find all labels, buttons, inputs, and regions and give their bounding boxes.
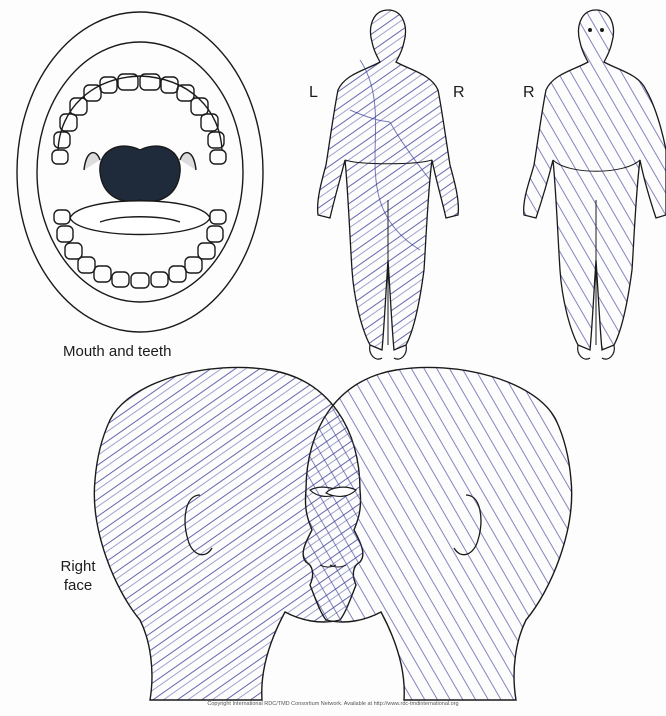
right-face-label: Right face bbox=[52, 557, 104, 595]
right-face-label-line1: Right bbox=[52, 557, 104, 576]
head-left-profile bbox=[303, 367, 572, 700]
tongue bbox=[70, 201, 210, 235]
throat bbox=[100, 146, 180, 201]
body-front-diagram bbox=[524, 10, 666, 359]
right-face-label-line2: face bbox=[52, 576, 104, 595]
front-right-marker: R bbox=[523, 84, 535, 102]
mouth-teeth-label: Mouth and teeth bbox=[63, 343, 171, 360]
copyright-footer: Copyright International RDC/TMD Consorti… bbox=[0, 701, 666, 707]
back-right-marker: R bbox=[453, 84, 465, 102]
body-back-diagram bbox=[318, 10, 459, 359]
back-left-marker: L bbox=[309, 84, 318, 102]
mouth-diagram bbox=[17, 12, 263, 332]
